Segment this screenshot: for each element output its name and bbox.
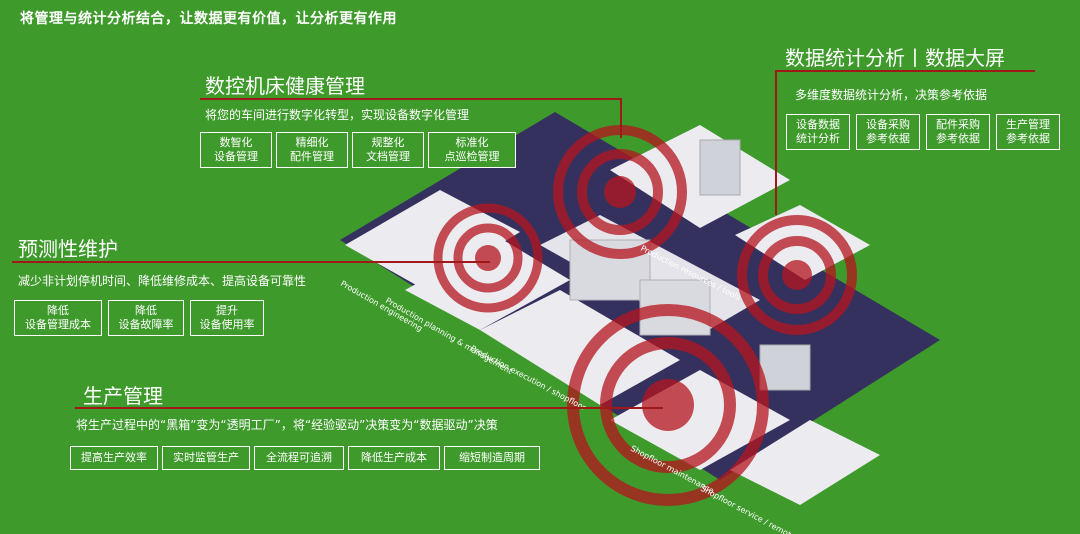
pad-engineering [345, 190, 520, 290]
production-button-cost[interactable]: 降低生产成本 [348, 446, 440, 470]
production-title: 生产管理 [83, 384, 163, 408]
cnc-button-parts[interactable]: 精细化配件管理 [276, 132, 348, 168]
cnc-underline [200, 98, 622, 100]
predict-button-cost[interactable]: 降低设备管理成本 [14, 300, 102, 336]
production-button-traceability[interactable]: 全流程可追溯 [254, 446, 344, 470]
predict-button-usage[interactable]: 提升设备使用率 [190, 300, 264, 336]
cnc-button-digital[interactable]: 数智化设备管理 [200, 132, 272, 168]
stats-button-parts-purchase[interactable]: 配件采购参考依据 [926, 114, 990, 150]
predict-title: 预测性维护 [18, 237, 118, 261]
cnc-button-inspection[interactable]: 标准化点巡检管理 [428, 132, 516, 168]
rack [759, 344, 811, 391]
production-desc: 将生产过程中的“黑箱”变为“透明工厂”，将“经验驱动”决策变为“数据驱动”决策 [76, 418, 498, 432]
cnc-button-docs[interactable]: 规整化文档管理 [352, 132, 424, 168]
headline: 将管理与统计分析结合，让数据更有价值，让分析更有作用 [20, 11, 397, 27]
stats-button-production[interactable]: 生产管理参考依据 [996, 114, 1060, 150]
pad-service [730, 420, 880, 505]
cnc-desc: 将您的车间进行数字化转型，实现设备数字化管理 [205, 108, 470, 122]
target-bottom [567, 304, 769, 506]
cnc-connector [620, 98, 622, 138]
target-left [433, 203, 543, 313]
production-underline [75, 407, 663, 409]
pad-execution [480, 290, 680, 405]
production-button-efficiency[interactable]: 提高生产效率 [70, 446, 158, 470]
stats-connector [775, 70, 777, 215]
stats-underline [775, 70, 1035, 72]
production-button-monitoring[interactable]: 实时监管生产 [162, 446, 250, 470]
stats-button-purchase[interactable]: 设备采购参考依据 [856, 114, 920, 150]
production-button-cycle[interactable]: 缩短制造周期 [444, 446, 540, 470]
rack [699, 139, 741, 196]
predict-underline [12, 261, 490, 263]
target-top [553, 125, 687, 259]
cnc-title: 数控机床健康管理 [205, 74, 365, 98]
predict-desc: 减少非计划停机时间、降低维修成本、提高设备可靠性 [18, 274, 307, 288]
stats-title: 数据统计分析丨数据大屏 [785, 46, 1005, 70]
target-right [737, 215, 857, 335]
stats-desc: 多维度数据统计分析，决策参考依据 [795, 88, 988, 102]
stats-button-equipment[interactable]: 设备数据统计分析 [786, 114, 850, 150]
predict-button-failure[interactable]: 降低设备故障率 [108, 300, 184, 336]
